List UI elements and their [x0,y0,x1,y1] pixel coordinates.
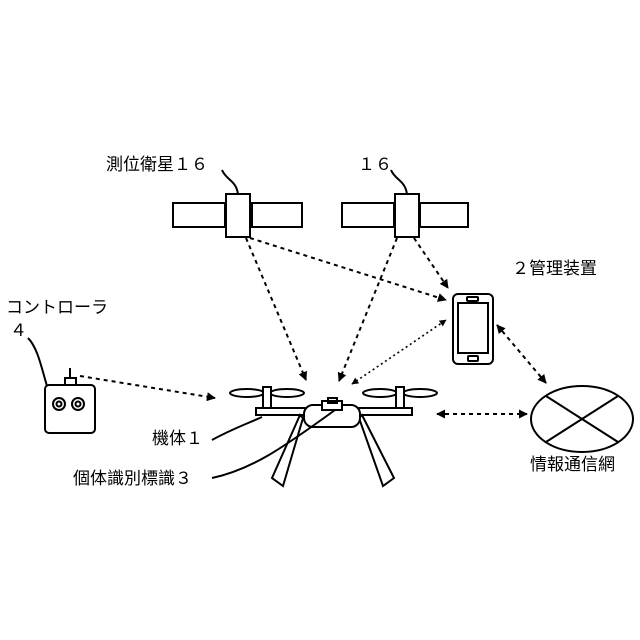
controller [28,338,95,433]
label-controller-num: ４ [10,321,27,341]
label-ident: 個体識別標識３ [73,469,192,489]
arrow-sat-left-to-device [250,238,446,300]
label-body: 機体１ [152,429,203,449]
arrow-sat-right-to-device [414,238,448,288]
label-network: 情報通信網 [530,455,615,475]
label-manager: ２管理装置 [512,259,597,279]
label-satellite-right: １６ [358,155,392,175]
label-satellite-left: 測位衛星１６ [106,155,208,175]
network-ellipse [531,386,633,452]
arrow-sat-left-to-drone [246,238,306,380]
label-controller-name: コントローラ [6,298,108,318]
body-leader [212,417,262,440]
arrow-device-network [497,325,546,383]
drone-body [230,387,437,486]
satellite-right [342,170,468,237]
arrow-sat-right-to-drone [339,238,397,381]
arrow-drone-device [352,320,446,384]
arrow-controller-to-drone [80,376,215,398]
management-device [453,294,493,364]
satellite-left [173,170,302,237]
